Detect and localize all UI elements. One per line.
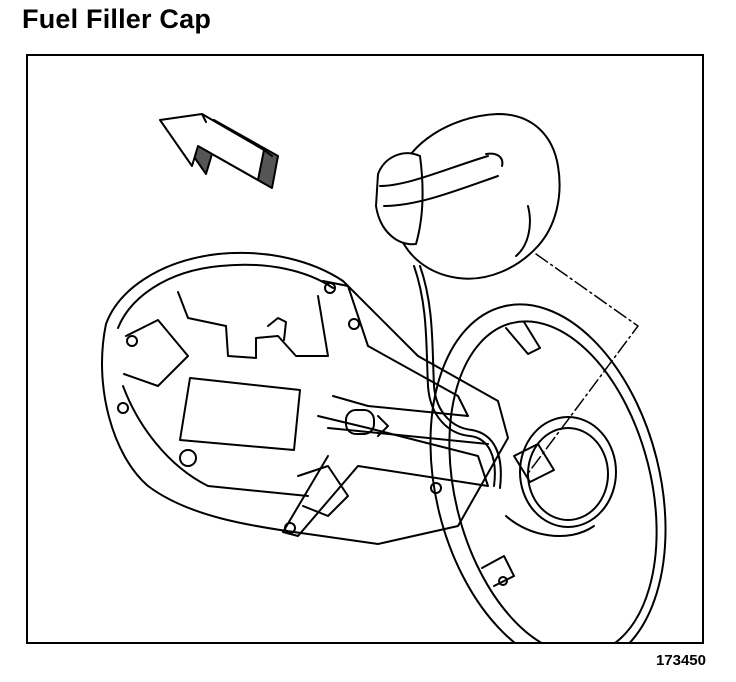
leader-line xyxy=(525,253,639,477)
hinge-arm xyxy=(282,280,489,537)
fuel-cap-diagram xyxy=(101,113,667,642)
diagram-frame xyxy=(26,54,704,644)
filler-neck-housing xyxy=(429,303,667,642)
tether-cord-edge xyxy=(419,265,502,489)
figure-number: 173450 xyxy=(655,652,706,669)
page-title: Fuel Filler Cap xyxy=(22,4,212,34)
fuel-door xyxy=(101,251,509,545)
arrow-icon xyxy=(159,113,279,189)
fuel-cap-icon xyxy=(375,113,561,280)
tether-cord xyxy=(413,265,496,487)
